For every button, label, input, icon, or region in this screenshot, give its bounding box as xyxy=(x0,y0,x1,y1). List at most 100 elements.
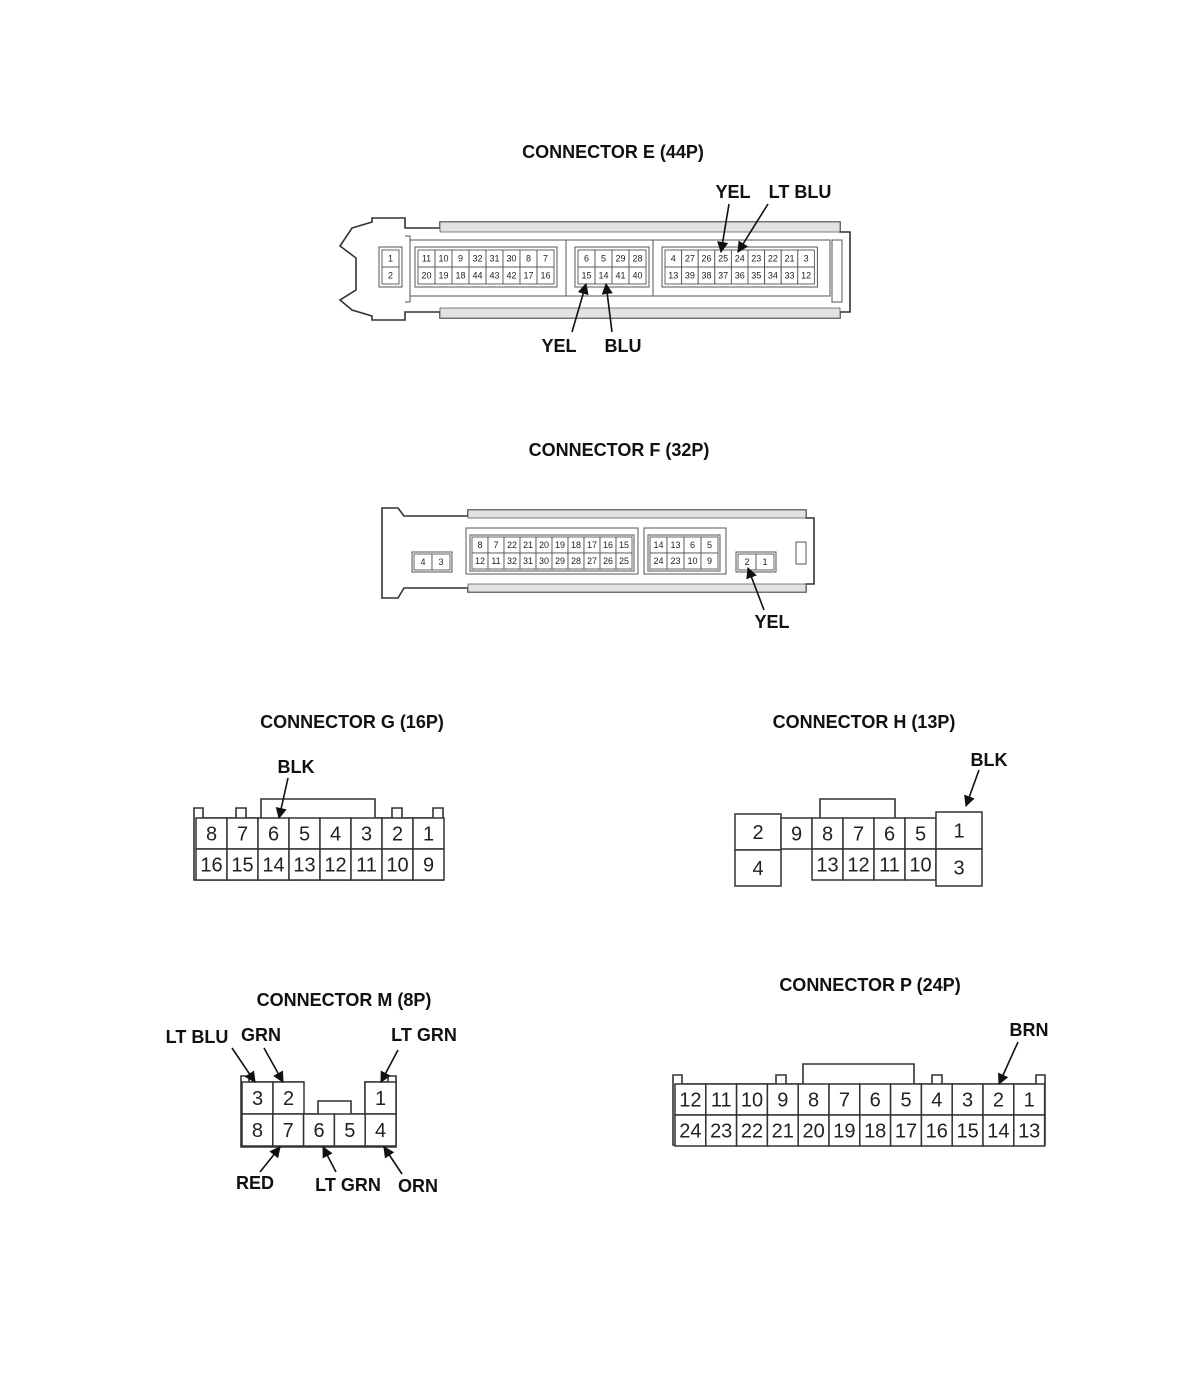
connector-g-pin-3: 3 xyxy=(361,824,372,846)
connector-e-pin-12: 12 xyxy=(801,271,811,281)
connector-h-pin-2: 2 xyxy=(752,822,763,844)
connector-p-pin-20-cell xyxy=(797,1114,830,1147)
connector-p-pin-7-cell xyxy=(828,1083,861,1116)
connector-g-pin-16: 16 xyxy=(200,855,222,877)
connector-f-pin-5: 5 xyxy=(707,540,712,550)
connector-p-pin-17-cell xyxy=(889,1114,923,1147)
connector-e-pin-17: 17 xyxy=(523,271,533,281)
connector-m-pin-5-cell xyxy=(333,1113,366,1147)
wire-m-ltblu-3-label: LT BLU xyxy=(166,1027,229,1047)
connector-h-top-key xyxy=(819,798,896,818)
wire-e-yel-25-leader xyxy=(717,203,730,254)
wire-m-ltgrn-6-leader xyxy=(322,1146,337,1173)
connector-m-pin-2: 2 xyxy=(283,1088,294,1110)
connector-h-pin-1: 1 xyxy=(953,821,964,843)
connector-f-pin-16: 16 xyxy=(603,540,613,550)
connector-p-pin-8: 8 xyxy=(808,1090,819,1112)
connector-p-pin-2: 2 xyxy=(993,1090,1004,1112)
connector-h-pin-11-cell xyxy=(873,848,906,881)
connector-h-pin-8: 8 xyxy=(822,824,833,846)
wire-e-yel-25-label: YEL xyxy=(715,182,750,202)
connector-f-top-band xyxy=(467,509,807,519)
connector-g-pin-7-cell xyxy=(226,817,259,850)
connector-g-pin-8-cell xyxy=(195,817,228,850)
wire-e-yel-15-leader xyxy=(571,282,589,333)
connector-f-pin-12: 12 xyxy=(475,556,485,566)
connector-g-pin-11-cell xyxy=(350,848,383,881)
connector-e-pin-5: 5 xyxy=(601,254,606,264)
connector-h-pin-6: 6 xyxy=(884,824,895,846)
connector-m-pin-2-cell xyxy=(272,1081,305,1115)
connector-e-pin-38: 38 xyxy=(701,271,711,281)
connector-m-pin-7: 7 xyxy=(283,1120,294,1142)
connector-e-pin-40: 40 xyxy=(632,271,642,281)
connector-p-pin-15-cell xyxy=(951,1114,984,1147)
connector-e-pin-26: 26 xyxy=(701,254,711,264)
connector-m-pin-3-cell xyxy=(241,1081,274,1115)
connector-m-pin-1: 1 xyxy=(375,1088,386,1110)
wire-m-grn-2-label: GRN xyxy=(241,1025,281,1045)
wire-h-blk-1-label: BLK xyxy=(971,750,1008,770)
connector-p-pin-22: 22 xyxy=(741,1121,763,1143)
connector-g-pin-2: 2 xyxy=(392,824,403,846)
connector-e-top-band xyxy=(439,221,841,233)
connector-e-pin-16-cell xyxy=(536,266,555,285)
connector-h-pin-3-cell xyxy=(935,848,983,887)
connector-h-pin-9-cell xyxy=(780,817,813,850)
connector-e-pin-30: 30 xyxy=(506,254,516,264)
connector-e-cavity-block xyxy=(414,246,558,288)
connector-f-cavity-frame-b xyxy=(643,527,727,575)
connector-f-pin-23: 23 xyxy=(670,556,680,566)
connector-p-pin-13-cell xyxy=(1013,1114,1046,1147)
connector-p-title: CONNECTOR P (24P) xyxy=(779,975,960,995)
connector-f-pin-28: 28 xyxy=(571,556,581,566)
connector-p-pin-18: 18 xyxy=(864,1121,886,1143)
connector-e-pin-27: 27 xyxy=(685,254,695,264)
connector-e-pin-40-cell xyxy=(628,266,647,285)
wire-h-blk-1-leader xyxy=(964,769,980,808)
connector-f-cavity-block xyxy=(411,551,453,573)
connector-p-pin-7: 7 xyxy=(839,1090,850,1112)
connector-p-pin-16: 16 xyxy=(926,1121,948,1143)
wire-m-ltgrn-1-label: LT GRN xyxy=(391,1025,457,1045)
connector-h-pin-11: 11 xyxy=(879,855,900,877)
connector-p-pin-12: 12 xyxy=(679,1090,701,1112)
connector-p-pin-11: 11 xyxy=(711,1090,732,1112)
connector-f-pin-9-cell xyxy=(700,552,719,570)
connector-h-pin-9: 9 xyxy=(791,824,802,846)
connector-m-pin-5: 5 xyxy=(344,1120,355,1142)
connector-e-pin-36: 36 xyxy=(735,271,745,281)
connector-p-pin-1: 1 xyxy=(1024,1090,1035,1112)
connector-f-pin-31: 31 xyxy=(523,556,533,566)
connector-g-pin-10: 10 xyxy=(386,855,408,877)
connector-f-cavity-frame-a xyxy=(465,527,639,575)
connector-e-pin-18: 18 xyxy=(455,271,465,281)
connector-f-pin-3: 3 xyxy=(438,557,443,567)
connector-e-pin-12-cell xyxy=(797,266,815,285)
connector-f-pin-14: 14 xyxy=(653,540,663,550)
wire-m-grn-2-leader xyxy=(263,1047,284,1083)
connector-e-pin-7: 7 xyxy=(543,254,548,264)
connector-f-pin-24: 24 xyxy=(653,556,663,566)
connector-e-pin-2: 2 xyxy=(388,271,393,281)
connector-e-pin-42: 42 xyxy=(506,271,516,281)
connector-e-pin-39: 39 xyxy=(685,271,695,281)
connector-e-pin-13: 13 xyxy=(668,271,678,281)
connector-p-pin-4-cell xyxy=(920,1083,953,1116)
connector-f-pin-26: 26 xyxy=(603,556,613,566)
connector-m-title: CONNECTOR M (8P) xyxy=(257,990,432,1010)
wire-m-ltblu-3-leader xyxy=(231,1047,256,1083)
connector-h-pin-4: 4 xyxy=(752,858,763,880)
connector-p-pin-19: 19 xyxy=(833,1121,855,1143)
connector-g-pin-15: 15 xyxy=(231,855,253,877)
connector-p-pin-3: 3 xyxy=(962,1090,973,1112)
connector-f-pin-7: 7 xyxy=(493,540,498,550)
wire-e-ltblu-24-label: LT BLU xyxy=(769,182,832,202)
connector-e-pin-16: 16 xyxy=(540,271,550,281)
connector-f-pin-25: 25 xyxy=(619,556,629,566)
connector-f-pin-10: 10 xyxy=(687,556,697,566)
connector-p-pin-16-cell xyxy=(920,1114,953,1147)
